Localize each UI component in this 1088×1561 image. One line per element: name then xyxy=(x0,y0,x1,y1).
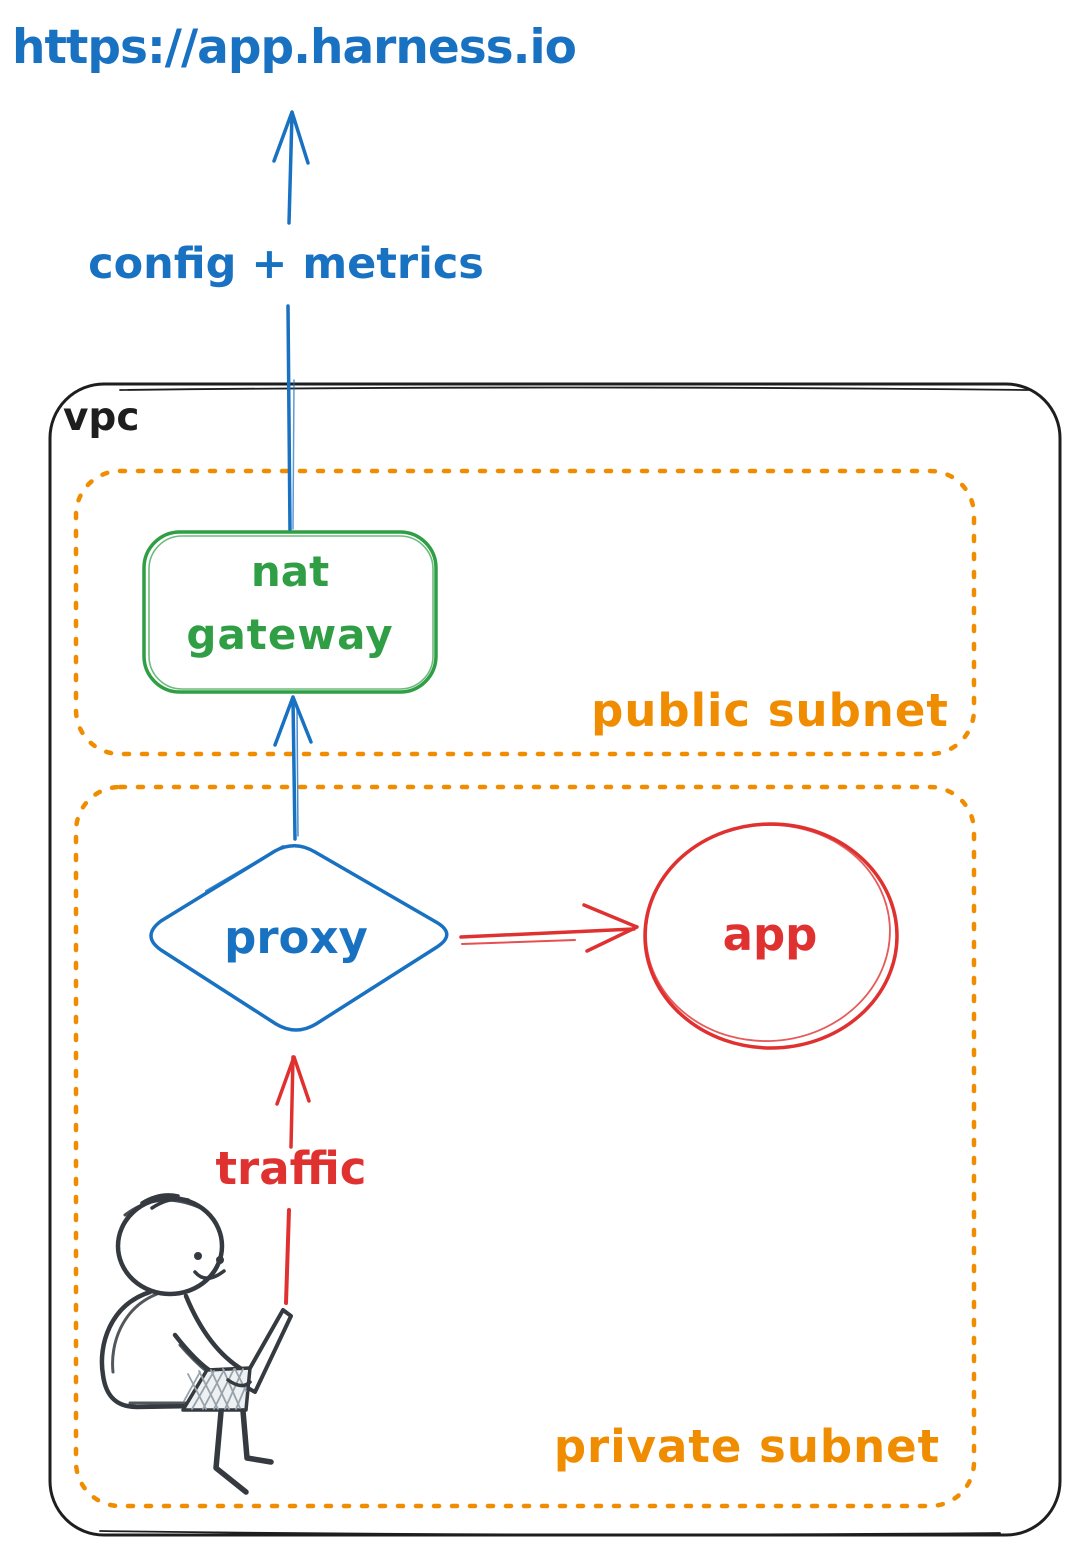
app-label: app xyxy=(722,908,818,961)
person-eye xyxy=(216,1256,224,1264)
public-subnet-box xyxy=(73,468,977,757)
nat-gateway-label-line2: gateway xyxy=(186,610,394,659)
person-leg xyxy=(213,1409,249,1495)
url-label: https://app.harness.io xyxy=(12,20,577,75)
person-body xyxy=(99,1289,199,1410)
vpc-box-sketch-top xyxy=(119,386,1031,391)
keyboard-hatch xyxy=(187,1368,247,1410)
person-with-laptop xyxy=(99,1193,293,1495)
person-leg xyxy=(240,1408,274,1465)
vpc-box xyxy=(48,382,1062,1537)
laptop-screen xyxy=(239,1308,293,1394)
keyboard-hatch xyxy=(183,1368,248,1410)
proxy-label: proxy xyxy=(224,911,368,964)
nat-gateway-box xyxy=(142,530,438,694)
person-smile xyxy=(193,1269,226,1280)
traffic-arrow xyxy=(275,1055,311,1305)
arrowhead-up-icon xyxy=(273,695,313,747)
app-circle xyxy=(643,822,899,1050)
arrowhead-right-icon xyxy=(582,903,639,953)
private-subnet-label: private subnet xyxy=(553,1420,941,1473)
config-metrics-label: config + metrics xyxy=(88,239,484,289)
traffic-label: traffic xyxy=(215,1142,367,1195)
arrowhead-up-icon xyxy=(275,1055,311,1106)
proxy-to-gateway-arrow xyxy=(273,695,313,841)
proxy-to-app-arrow xyxy=(459,903,639,953)
person-head xyxy=(115,1195,225,1297)
person-hair xyxy=(140,1193,190,1210)
person-eye xyxy=(194,1252,202,1260)
private-subnet-box xyxy=(73,784,977,1509)
vpc-label: vpc xyxy=(63,395,140,440)
nat-gateway-label-line1: nat xyxy=(250,547,330,596)
public-subnet-label: public subnet xyxy=(591,684,949,737)
arrowhead-up-icon xyxy=(272,110,310,165)
person-hand xyxy=(226,1378,252,1388)
vpc-box-sketch-bottom xyxy=(99,1530,1001,1536)
proxy-diamond xyxy=(149,844,449,1032)
config-metrics-arrow xyxy=(272,110,310,533)
